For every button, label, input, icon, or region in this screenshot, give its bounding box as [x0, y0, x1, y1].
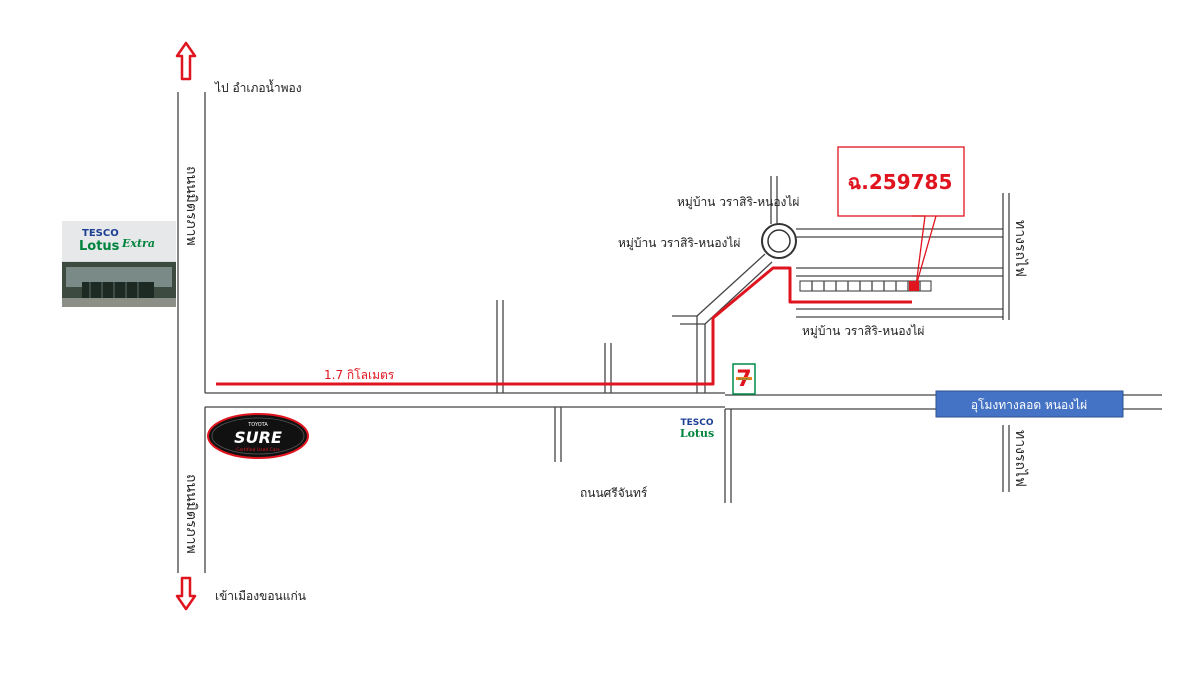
railway-label-bottom: ทางรถไฟ	[1012, 430, 1029, 487]
south-arrow-icon	[175, 576, 197, 611]
property-code: ฉ.259785	[848, 170, 953, 194]
route-line	[216, 266, 919, 386]
svg-text:Lotus: Lotus	[79, 239, 120, 254]
north-direction-label: ไป อำเภอน้ำพอง	[214, 79, 302, 95]
property-callout: ฉ.259785	[837, 146, 965, 287]
railway-label-top: ทางรถไฟ	[1012, 220, 1029, 277]
main-road-label-top: ถนนมิตรภาพ	[183, 166, 199, 246]
svg-text:Certified Used Cars: Certified Used Cars	[236, 447, 280, 453]
underpass-label: อุโมงทางลอด หนองไผ่	[971, 398, 1087, 413]
village-streets	[796, 267, 1003, 318]
toyota-sure-logo: TOYOTA SURE Certified Used Cars	[207, 413, 309, 459]
svg-text:TOYOTA: TOYOTA	[247, 422, 268, 428]
underpass-box: อุโมงทางลอด หนองไผ่	[935, 390, 1124, 418]
property-marker-icon	[909, 281, 919, 291]
svg-text:TESCO: TESCO	[680, 418, 713, 428]
village-access-road	[672, 253, 773, 393]
seven-eleven-logo: 7 ELEVEn	[732, 363, 756, 395]
svg-text:Lotus: Lotus	[680, 427, 714, 440]
village-label-3: หมู่บ้าน วราสิริ-หนองไผ่	[802, 324, 924, 339]
side-roads-south	[554, 407, 732, 503]
svg-text:ELEVEn: ELEVEn	[738, 377, 749, 381]
main-road-label-bottom: ถนนมิตรภาพ	[183, 474, 199, 554]
railway	[1002, 193, 1010, 492]
north-arrow-icon	[175, 41, 197, 81]
svg-text:Extra: Extra	[121, 237, 155, 250]
svg-text:TESCO: TESCO	[82, 228, 119, 239]
distance-label: 1.7 กิโลเมตร	[324, 368, 395, 382]
side-roads-north	[496, 300, 612, 393]
svg-text:SURE: SURE	[234, 428, 282, 447]
south-direction-label: เข้าเมืองขอนแก่น	[215, 589, 306, 603]
village-label-2: หมู่บ้าน วราสิริ-หนองไผ่	[618, 236, 740, 251]
village-label-1: หมู่บ้าน วราสิริ-หนองไผ่	[677, 195, 799, 210]
tesco-extra-store-image: TESCO Lotus Extra	[62, 221, 176, 307]
mittraphap-road	[177, 92, 206, 573]
tesco-lotus-logo: TESCO Lotus	[680, 418, 714, 440]
side-road-label: ถนนศรีจันทร์	[580, 486, 648, 500]
roundabout	[761, 176, 1003, 259]
